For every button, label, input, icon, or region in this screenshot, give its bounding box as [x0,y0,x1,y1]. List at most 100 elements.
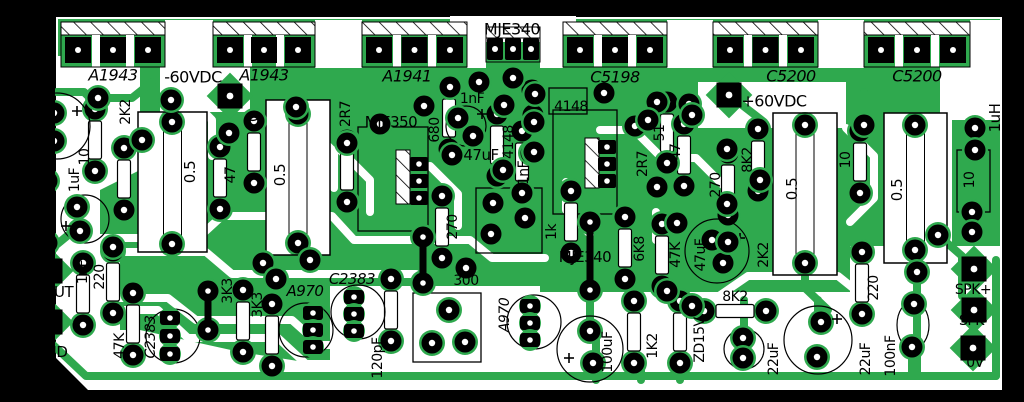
component-label: MJE340 [559,248,611,266]
round-pad [849,239,875,265]
round-pad [509,180,535,206]
round-pad [753,298,779,324]
resistor [230,277,256,365]
to92-outline [278,302,334,358]
jumper-wire [410,224,436,296]
resistor-body [654,235,670,275]
round-pad [259,291,285,317]
resistor [558,178,584,266]
resistor-body [676,135,692,175]
isolation-channel [62,158,96,192]
round-pad [490,157,516,183]
component-label: 47uF [693,238,709,271]
component-outline [548,87,588,115]
round-pad [334,130,360,156]
power-transistor-footprint [562,21,668,68]
round-pad [480,190,506,216]
isolation-patch [467,20,486,68]
component-label: 10 [962,172,978,189]
power-transistor-footprint [60,21,166,68]
component-label: -60VDC [164,68,222,87]
round-pad [259,353,285,379]
round-pad [111,197,137,223]
resistor-body [854,263,870,303]
component-label: 3K3 [250,292,266,318]
round-pad [263,266,289,292]
round-pad [478,221,504,247]
round-pad [747,167,773,193]
round-pad [962,115,988,141]
round-pad [902,112,928,138]
isolation-patch [970,20,1002,68]
resistor [259,291,285,379]
power-transistor-footprint [712,21,819,68]
resistor-body [246,132,262,172]
isolation-patch [818,20,864,68]
round-pad [85,85,111,111]
component-label: 100uF [600,331,616,373]
round-pad [959,219,985,245]
round-pad [851,112,877,138]
round-pad [580,350,606,376]
round-pad [230,277,256,303]
capacitor-outline [783,305,853,375]
round-pad [411,93,437,119]
power-transistor-footprint [863,21,971,68]
round-pad [159,231,185,257]
round-pad [120,342,146,368]
round-pad [644,174,670,200]
component-label: 1nF [516,160,532,185]
round-pad [491,92,517,118]
capacitor [55,92,91,160]
resistor-body [87,120,103,160]
driver-transistor-footprint [584,137,616,189]
emitter-resistor [137,109,208,257]
round-pad [730,345,756,371]
jumper-wire [577,209,603,303]
round-pad [710,250,736,276]
component-label: MJE340 [484,20,540,39]
round-pad [715,229,741,255]
component-label: GND [35,343,68,361]
round-pad [297,247,323,273]
to92-transistor [278,302,334,358]
round-pad [558,240,584,266]
round-pad [849,301,875,327]
round-pad [792,250,818,276]
round-pad [158,87,184,113]
round-pad [792,112,818,138]
component-label: 1uH [986,104,1004,133]
round-pad [667,350,693,376]
emitter-resistor [883,112,948,264]
component-label: A1943 [87,66,137,85]
component-label: 0.5 [181,161,199,183]
power-transistor-footprint [361,21,468,68]
round-pad [925,222,951,248]
round-pad [654,278,680,304]
round-pad [521,139,547,165]
resistor [849,239,875,327]
isolation-patch [667,20,713,68]
component-label: MJE350 [365,113,417,131]
round-pad [378,328,404,354]
component-label: 220 [92,264,108,289]
resistor [621,288,647,376]
round-pad [429,245,455,271]
component-label: 270 [445,214,461,239]
round-pad [82,158,108,184]
round-pad [847,180,873,206]
round-pad [901,291,927,317]
component-label: 6K8 [632,236,648,262]
round-pad [745,116,771,142]
component-label: 270 [708,172,724,197]
round-pad [453,255,479,281]
round-pad [962,137,988,163]
round-pad [522,81,548,107]
round-pad [679,293,705,319]
round-pad [159,109,185,135]
round-pad [959,199,985,225]
resistor-body [617,228,633,268]
isolation-patch [165,20,213,68]
component-label: 1K2 [645,333,661,359]
